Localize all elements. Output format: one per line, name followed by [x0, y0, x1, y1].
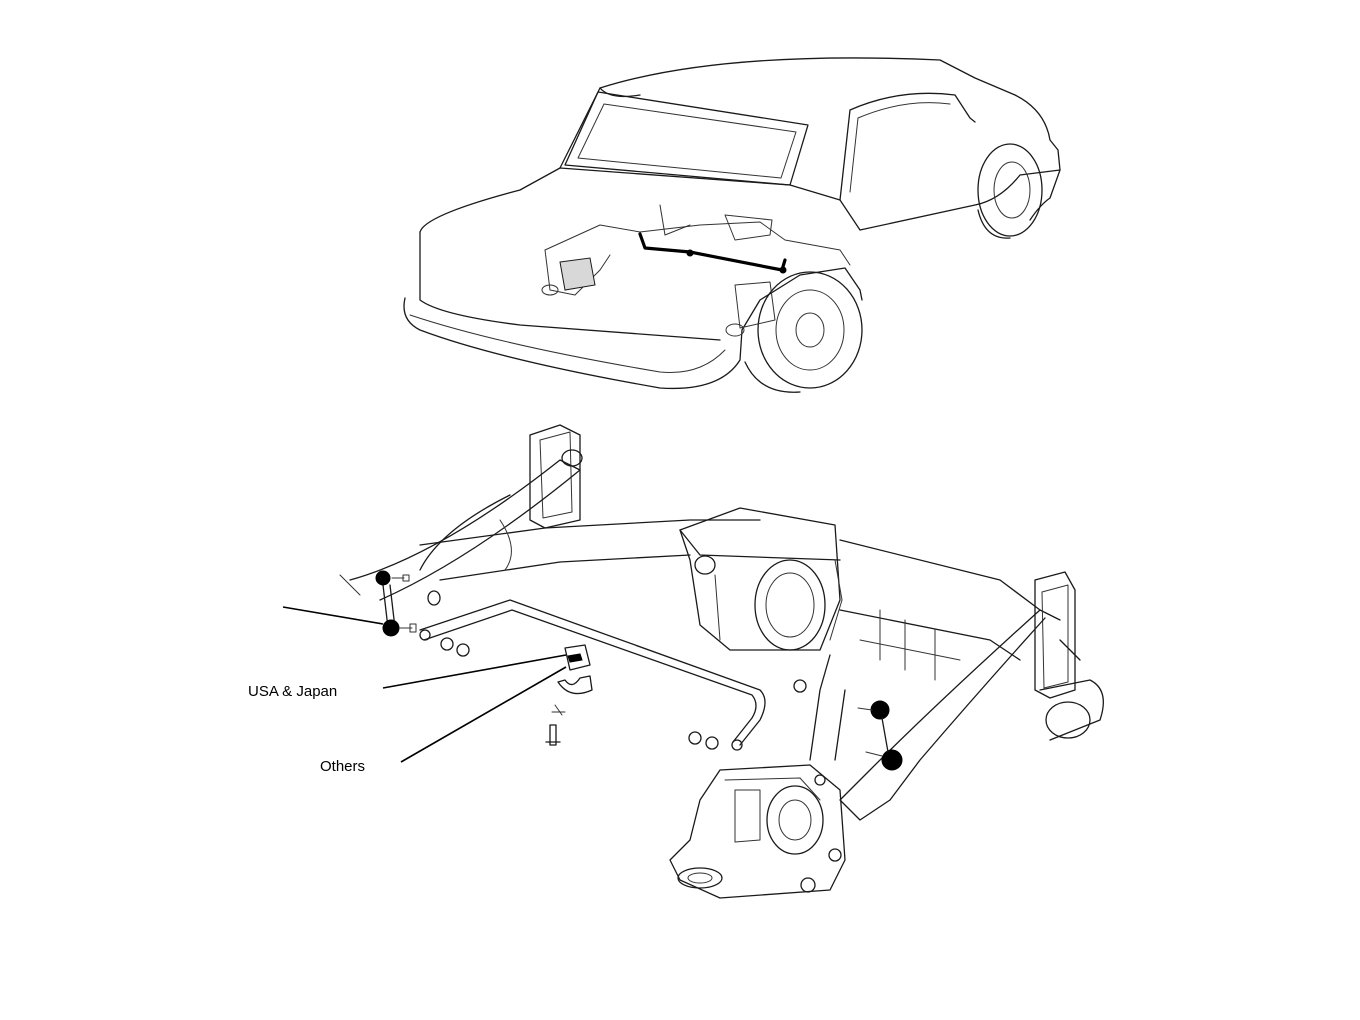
label-others: Others	[320, 758, 366, 775]
leader-line-usa-japan	[382, 654, 567, 689]
car-illustration	[403, 57, 1061, 393]
label-usa-japan: USA & Japan	[248, 683, 338, 700]
leader-line-drop-link	[282, 606, 384, 625]
subframe-illustration	[339, 424, 1104, 899]
leader-line-others	[400, 666, 567, 763]
leader-lines	[282, 606, 567, 763]
